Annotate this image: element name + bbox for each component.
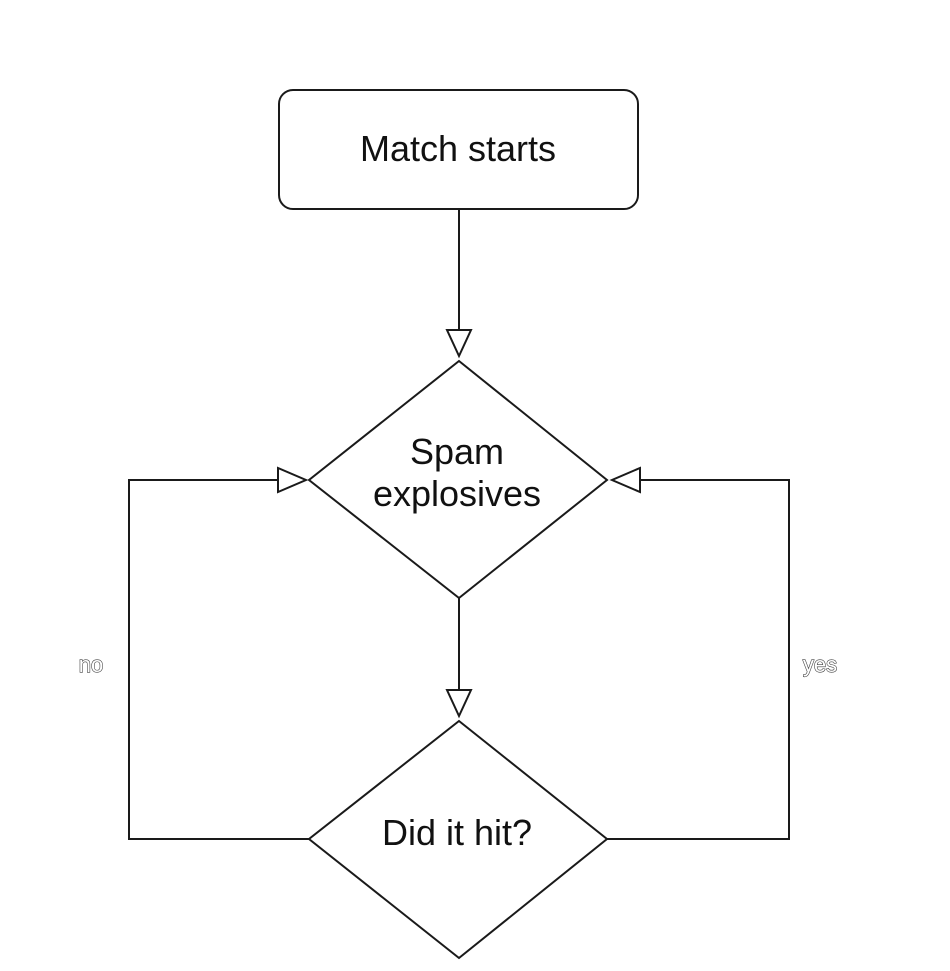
node-spam-explosives-label-line1: Spam [410,431,504,472]
node-match-starts-label: Match starts [360,128,556,169]
node-spam-explosives: Spam explosives [307,359,609,600]
arrowhead-left-icon [609,466,641,494]
arrowhead-down-icon [445,689,473,719]
edge-label-yes: yes [803,652,837,677]
arrowhead-down-icon [445,329,473,359]
edge-yes-loop [607,466,790,840]
edge-action-to-decision [445,598,473,719]
node-did-it-hit-label: Did it hit? [382,812,532,853]
arrowhead-right-icon [277,466,309,494]
edge-start-to-action [445,209,473,359]
node-match-starts: Match starts [278,89,639,210]
edge-label-no: no [79,652,103,677]
node-spam-explosives-label-line2: explosives [373,473,541,514]
node-did-it-hit: Did it hit? [307,719,609,960]
edge-no-loop [128,466,309,840]
